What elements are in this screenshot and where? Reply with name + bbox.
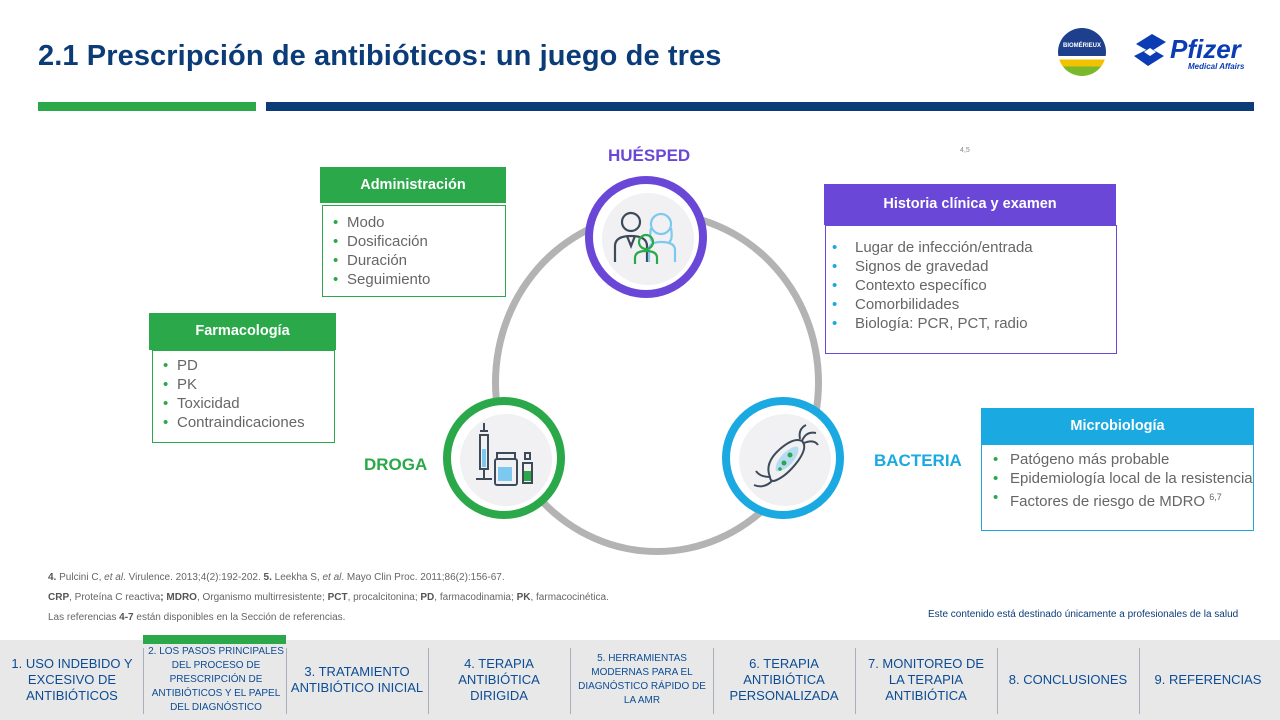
list-item: Patógeno más probable <box>993 450 1253 469</box>
nav-divider <box>1139 648 1140 714</box>
pfizer-mark-icon <box>1134 34 1166 66</box>
hcp-disclaimer: Este contenido está destinado únicamente… <box>928 609 1239 620</box>
medication-icon <box>476 423 533 486</box>
nav-item-4[interactable]: 4. TERAPIA ANTIBIÓTICA DIRIGIDA <box>458 656 540 703</box>
nav-divider <box>143 648 144 714</box>
nav-item-7[interactable]: 7. MONITOREO DE LA TERAPIA ANTIBIÓTICA <box>867 656 985 703</box>
page-title: 2.1 Prescripción de antibióticos: un jue… <box>38 40 722 72</box>
section-nav-bar <box>0 640 1280 720</box>
header-rule-green <box>38 102 256 111</box>
administration-box: Modo Dosificación Duración Seguimiento <box>322 205 506 297</box>
bacterium-icon <box>753 424 819 488</box>
nav-item-8[interactable]: 8. CONCLUSIONES <box>1008 672 1128 687</box>
list-item: Dosificación <box>333 232 505 251</box>
reference-line-3: Las referencias 4-7 están disponibles en… <box>48 612 346 623</box>
pharmacology-box: PD PK Toxicidad Contraindicaciones <box>152 350 335 443</box>
bacteria-node <box>722 397 844 519</box>
list-item: PD <box>163 356 334 375</box>
pfizer-logo: Pfizer Medical Affairs <box>1130 28 1254 74</box>
clinical-history-header: Historia clínica y examen <box>824 184 1116 225</box>
nav-item-3[interactable]: 3. TRATAMIENTO ANTIBIÓTICO INICIAL <box>290 664 424 695</box>
nav-item-1[interactable]: 1. USO INDEBIDO Y EXCESIVO DE ANTIBIÓTIC… <box>11 656 133 703</box>
abbreviations-line: CRP, Proteína C reactiva; MDRO, Organism… <box>48 592 609 603</box>
clinical-history-box: Lugar de infección/entrada Signos de gra… <box>825 225 1117 354</box>
nav-divider <box>997 648 998 714</box>
microbiology-box: Patógeno más probable Epidemiología loca… <box>981 444 1254 531</box>
drug-node <box>443 397 565 519</box>
microbiology-reference: 6,7 <box>1209 492 1222 502</box>
host-node <box>585 176 707 298</box>
administration-header: Administración <box>320 167 506 203</box>
pharmacology-header: Farmacología <box>149 313 336 350</box>
nav-item-6[interactable]: 6. TERAPIA ANTIBIÓTICA PERSONALIZADA <box>729 656 839 703</box>
list-item: Modo <box>333 213 505 232</box>
reference-line-1: 4. Pulcini C, et al. Virulence. 2013;4(2… <box>48 572 505 583</box>
active-section-indicator <box>143 635 286 644</box>
nav-divider <box>428 648 429 714</box>
host-label: HUÉSPED <box>608 146 691 165</box>
list-item: Biología: PCR, PCT, radio <box>832 314 1116 333</box>
drug-label: DROGA <box>364 455 428 474</box>
nav-divider <box>713 648 714 714</box>
host-reference: 4,5 <box>960 147 970 154</box>
list-item: Epidemiología local de la resistencia <box>993 469 1253 488</box>
microbiology-header: Microbiología <box>981 408 1254 444</box>
references-block: 4. Pulcini C, et al. Virulence. 2013;4(2… <box>48 568 609 628</box>
list-item: Factores de riesgo de MDRO 6,7 <box>993 488 1253 511</box>
biomerieux-logo: BIOMÉRIEUX <box>1058 28 1106 76</box>
nav-divider <box>286 648 287 714</box>
list-item: Comorbilidades <box>832 295 1116 314</box>
nav-divider <box>570 648 571 714</box>
list-item: Lugar de infección/entrada <box>832 238 1116 257</box>
bacteria-label: BACTERIA <box>874 451 962 470</box>
list-item: Seguimiento <box>333 270 505 289</box>
list-item: Toxicidad <box>163 394 334 413</box>
nav-item-2[interactable]: 2. LOS PASOS PRINCIPALES DEL PROCESO DE … <box>148 646 284 713</box>
list-item: Duración <box>333 251 505 270</box>
header-rule-blue <box>266 102 1254 111</box>
family-icon <box>613 211 677 264</box>
nav-item-5[interactable]: 5. HERRAMIENTAS MODERNAS PARA EL DIAGNÓS… <box>578 653 706 706</box>
list-item: Signos de gravedad <box>832 257 1116 276</box>
list-item: Contraindicaciones <box>163 413 334 432</box>
nav-item-9[interactable]: 9. REFERENCIAS <box>1154 672 1262 687</box>
nav-divider <box>855 648 856 714</box>
list-item: Contexto específico <box>832 276 1116 295</box>
list-item: PK <box>163 375 334 394</box>
